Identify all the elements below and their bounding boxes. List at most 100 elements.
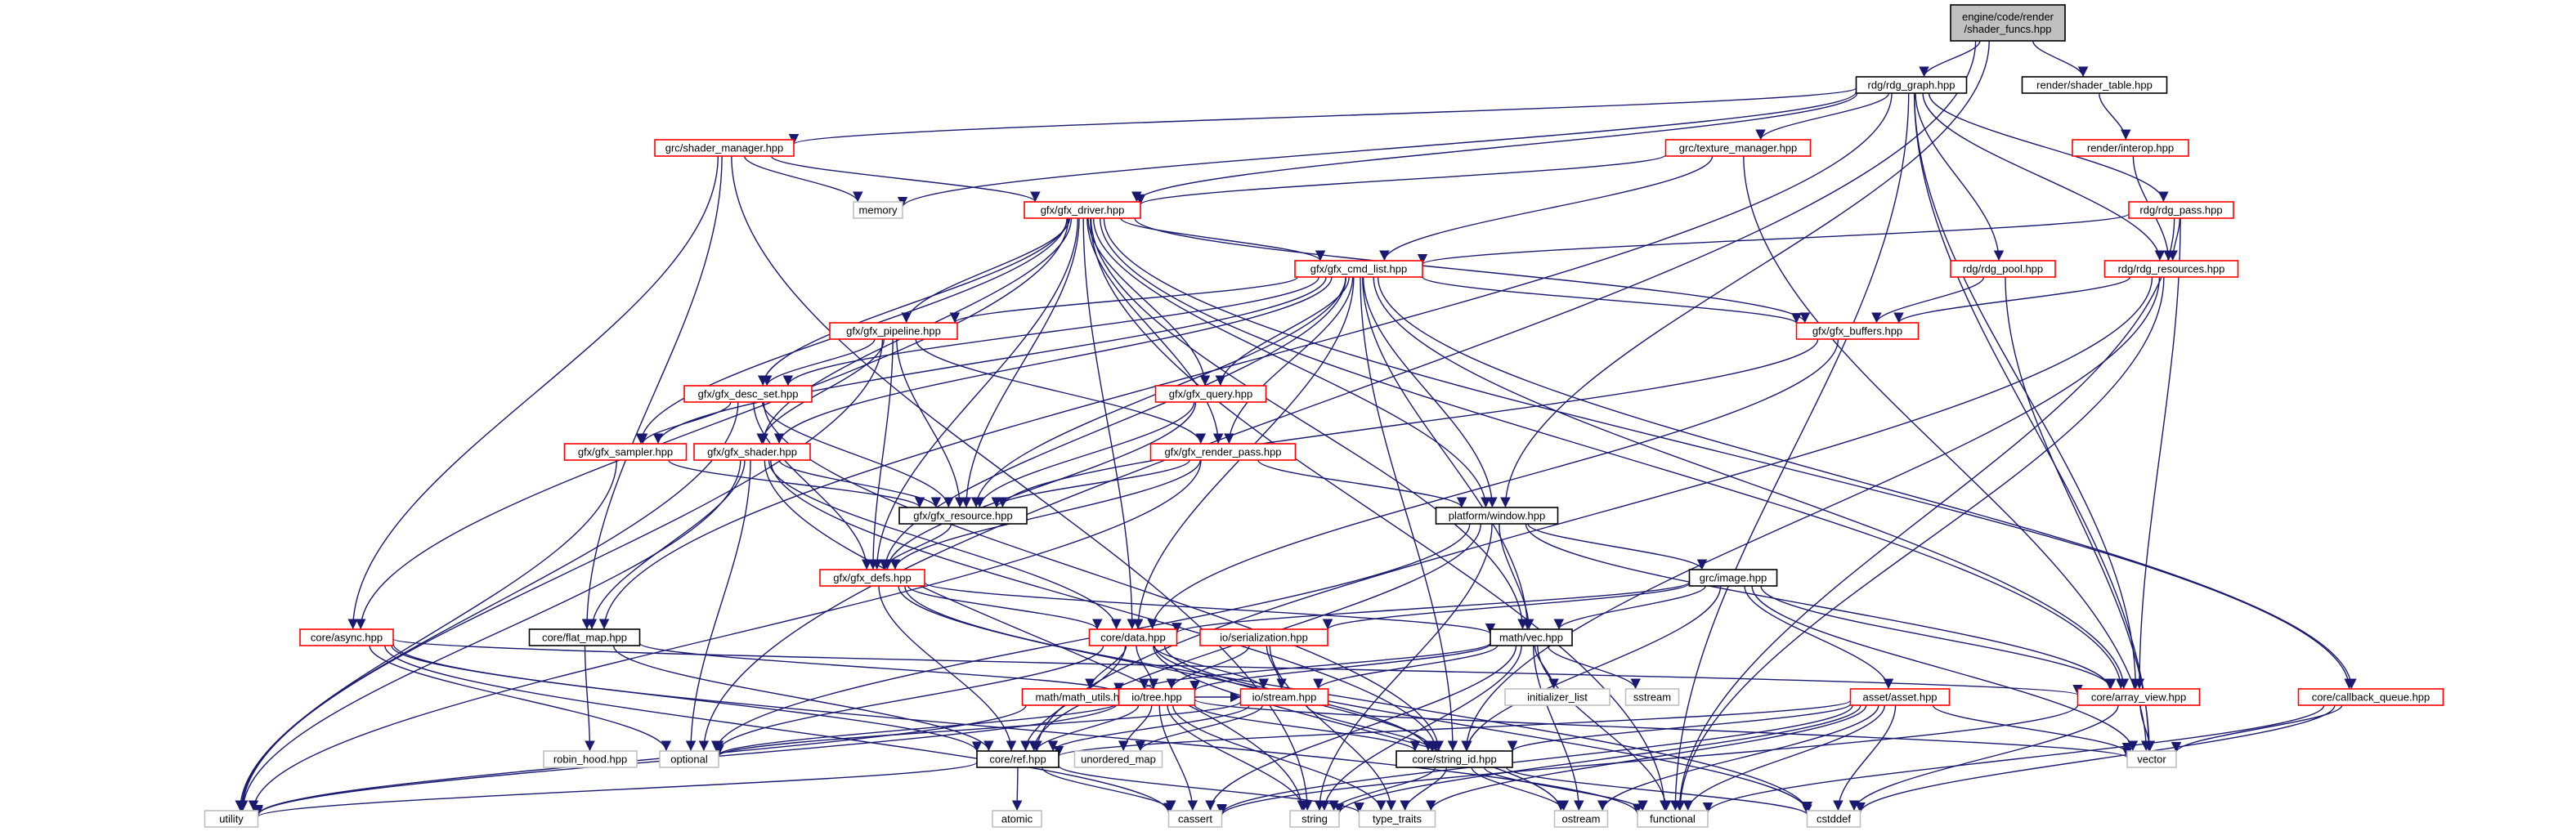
node-box <box>1358 810 1436 828</box>
node-callback-queue[interactable]: core/callback_queue.hpp <box>2297 688 2444 706</box>
node-label: gfx/gfx_sampler.hpp <box>578 446 673 458</box>
edge-ref-to-utility <box>253 762 978 818</box>
node-box <box>1849 688 1951 706</box>
node-box <box>819 569 925 587</box>
edge-gfx-driver-to-gfx-render-pass <box>1086 217 1224 445</box>
edge-string-id-to-string <box>1328 767 1436 811</box>
edge-tree-to-cassert <box>1158 704 1198 811</box>
node-gfx-sampler[interactable]: gfx/gfx_sampler.hpp <box>563 443 688 461</box>
node-box <box>1294 260 1423 278</box>
edge-gfx-resource-to-gfx-defs <box>879 523 952 570</box>
edge-async-to-cassert <box>384 645 1174 814</box>
edge-rdg-graph-to-vector <box>1913 92 2154 752</box>
edge-gfx-pipeline-to-gfx-resource <box>896 338 965 508</box>
edge-gfx-cmd-list-to-window <box>1362 276 1498 508</box>
node-box <box>1950 4 2066 42</box>
edge-gfx-driver-to-gfx-query <box>1087 217 1211 387</box>
node-box <box>1504 688 1611 706</box>
edge-rdg-pass-to-gfx-cmd-list <box>1418 212 2130 266</box>
node-functional: functional <box>1637 810 1709 828</box>
node-root: engine/code/render/shader_funcs.hpp <box>1950 4 2066 42</box>
node-label: /shader_funcs.hpp <box>1964 23 2052 35</box>
edge-gfx-cmd-list-to-gfx-render-pass <box>1224 276 1354 445</box>
node-box <box>1073 750 1163 768</box>
node-shader-manager[interactable]: grc/shader_manager.hpp <box>654 139 795 157</box>
node-cstddef: cstddef <box>1806 810 1861 828</box>
node-window[interactable]: platform/window.hpp <box>1435 507 1559 525</box>
edge-rdg-resources-to-string-id <box>1461 276 2161 752</box>
node-flat-map[interactable]: core/flat_map.hpp <box>528 628 641 646</box>
node-gfx-pipeline[interactable]: gfx/gfx_pipeline.hpp <box>829 322 958 340</box>
edge-layer <box>235 40 2357 818</box>
node-gfx-defs[interactable]: gfx/gfx_defs.hpp <box>819 569 925 587</box>
node-rdg-pass[interactable]: rdg/rdg_pass.hpp <box>2128 201 2234 219</box>
node-gfx-buffers[interactable]: gfx/gfx_buffers.hpp <box>1795 322 1920 340</box>
node-string-id[interactable]: core/string_id.hpp <box>1396 750 1513 768</box>
node-type-traits: type_traits <box>1358 810 1436 828</box>
node-label: gfx/gfx_desc_set.hpp <box>698 388 799 400</box>
edge-stream-to-optional <box>714 700 1242 757</box>
node-label: rdg/rdg_graph.hpp <box>1868 79 1956 92</box>
node-gfx-driver[interactable]: gfx/gfx_driver.hpp <box>1024 201 1141 219</box>
node-label: gfx/gfx_defs.hpp <box>833 572 911 584</box>
node-array-view[interactable]: core/array_view.hpp <box>2076 688 2201 706</box>
edge-asset-to-cstddef <box>1833 704 1897 811</box>
edge-async-to-optional <box>369 645 672 752</box>
edge-gfx-cmd-list-to-string-id <box>1360 276 1458 752</box>
edge-ref-to-atomic <box>1011 767 1023 811</box>
node-gfx-desc-set[interactable]: gfx/gfx_desc_set.hpp <box>683 385 813 403</box>
node-ref[interactable]: core/ref.hpp <box>976 750 1060 768</box>
node-label: gfx/gfx_query.hpp <box>1169 388 1252 400</box>
edge-flat-map-to-ref <box>612 645 994 752</box>
node-texture-manager[interactable]: grc/texture_manager.hpp <box>1664 139 1812 157</box>
node-box <box>693 443 811 461</box>
edge-gfx-cmd-list-to-vec <box>1362 276 1533 630</box>
node-rdg-resources[interactable]: rdg/rdg_resources.hpp <box>2103 260 2239 278</box>
node-label: cassert <box>1178 813 1212 825</box>
edge-rdg-graph-to-rdg-pool <box>1915 92 2005 262</box>
node-image[interactable]: grc/image.hpp <box>1688 569 1778 587</box>
node-atomic: atomic <box>992 810 1042 828</box>
node-box <box>1950 260 2056 278</box>
edge-vec-to-stream <box>1313 645 1499 690</box>
node-gfx-cmd-list[interactable]: gfx/gfx_cmd_list.hpp <box>1294 260 1423 278</box>
node-asset[interactable]: asset/asset.hpp <box>1849 688 1951 706</box>
edge-image-to-serialization <box>1322 583 1691 630</box>
node-gfx-query[interactable]: gfx/gfx_query.hpp <box>1154 385 1267 403</box>
edge-root-to-rdg-graph <box>1919 40 1981 78</box>
node-initializer-list: initializer_list <box>1504 688 1611 706</box>
node-gfx-render-pass[interactable]: gfx/gfx_render_pass.hpp <box>1149 443 1297 461</box>
node-box <box>1637 810 1709 828</box>
node-vec[interactable]: math/vec.hpp <box>1490 628 1573 646</box>
node-rdg-pool[interactable]: rdg/rdg_pool.hpp <box>1950 260 2056 278</box>
edge-async-to-array-view <box>392 638 2082 696</box>
node-async[interactable]: core/async.hpp <box>299 628 394 646</box>
edge-vec-to-initializer-list <box>1534 645 1559 690</box>
node-box <box>2103 260 2239 278</box>
node-label: io/serialization.hpp <box>1220 632 1308 644</box>
node-data[interactable]: core/data.hpp <box>1088 628 1178 646</box>
node-gfx-resource[interactable]: gfx/gfx_resource.hpp <box>898 507 1028 525</box>
node-shader-table[interactable]: render/shader_table.hpp <box>2021 76 2168 94</box>
node-label: core/callback_queue.hpp <box>2312 691 2430 704</box>
node-label: core/async.hpp <box>311 632 383 644</box>
edge-gfx-query-to-gfx-defs <box>882 401 1197 570</box>
node-box <box>2128 201 2234 219</box>
edge-image-to-vec <box>1553 585 1706 630</box>
node-stream[interactable]: io/stream.hpp <box>1239 688 1329 706</box>
edge-window-to-image <box>1527 523 1708 570</box>
node-box <box>2021 76 2168 94</box>
node-rdg-graph[interactable]: rdg/rdg_graph.hpp <box>1855 76 1968 94</box>
edge-window-to-array-view <box>1525 523 2115 690</box>
edge-callback-queue-to-cstddef <box>1855 704 2336 813</box>
edge-gfx-pipeline-to-gfx-shader <box>756 338 885 445</box>
node-math-utils[interactable]: math/math_utils.hpp <box>1021 688 1145 706</box>
node-unordered-map: unordered_map <box>1073 750 1163 768</box>
node-serialization[interactable]: io/serialization.hpp <box>1199 628 1328 646</box>
node-box <box>1396 750 1513 768</box>
node-box <box>659 750 719 768</box>
node-gfx-shader[interactable]: gfx/gfx_shader.hpp <box>693 443 811 461</box>
node-tree[interactable]: io/tree.hpp <box>1118 688 1196 706</box>
node-interop[interactable]: render/interop.hpp <box>2072 139 2189 157</box>
edge-async-to-ref <box>391 645 983 753</box>
